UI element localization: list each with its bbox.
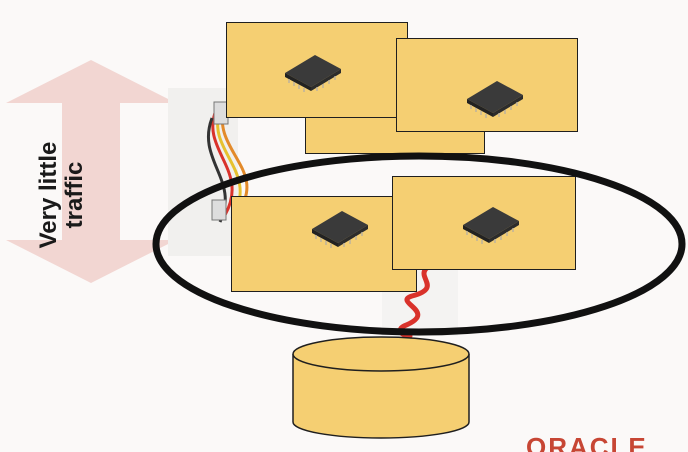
oracle-logo: ORACLE — [526, 432, 648, 452]
cpu-chip-icon — [285, 55, 341, 92]
traffic-label: Very little traffic — [35, 120, 186, 249]
cpu-chip-icon — [463, 207, 519, 244]
server-box — [396, 38, 578, 132]
server-box — [231, 196, 417, 292]
traffic-label-line2: traffic — [61, 161, 88, 229]
traffic-label-line1: Very little — [35, 141, 62, 249]
cpu-chip-icon — [467, 81, 523, 118]
double-arrow-icon — [6, 60, 176, 283]
database-icon — [292, 336, 470, 439]
server-box — [392, 176, 576, 270]
highlight-ellipse — [152, 152, 686, 336]
cpu-chip-icon — [312, 211, 368, 248]
server-box — [226, 22, 408, 118]
